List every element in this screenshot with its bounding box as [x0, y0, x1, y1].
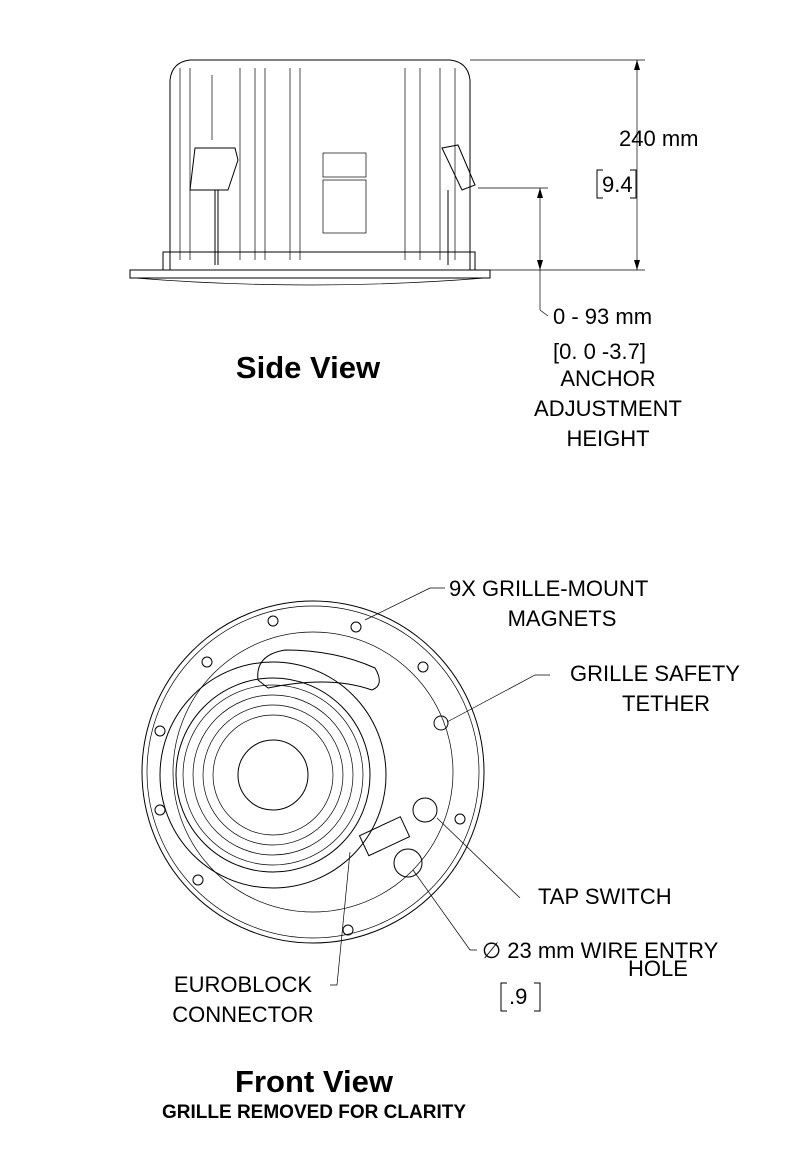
front-view-subtitle: GRILLE REMOVED FOR CLARITY: [162, 1102, 466, 1123]
left-anchor-clamp: [189, 147, 239, 265]
wire-hole-inches: .9: [509, 984, 527, 1009]
anchor-label-line2: ADJUSTMENT: [534, 396, 682, 421]
tether-callout-line1: GRILLE SAFETY: [570, 661, 740, 686]
tether-point: [433, 715, 449, 731]
tap-switch-callout: TAP SWITCH: [538, 884, 672, 909]
height-dimension-label: 240 mm: [619, 126, 698, 151]
anchor-label-line3: HEIGHT: [566, 426, 649, 451]
tether-callout-line2: TETHER: [622, 691, 710, 716]
front-view-drawing: 9X GRILLE-MOUNT MAGNETS GRILLE SAFETY TE…: [141, 576, 740, 1123]
front-view-title: Front View: [235, 1064, 394, 1099]
euroblock-callout-line2: CONNECTOR: [172, 1002, 313, 1027]
side-view-drawing: 240 mm 9.4 0 - 93 mm [0. 0 -3.7] ANCHOR …: [129, 59, 698, 451]
anchor-dimension-label: 0 - 93 mm: [553, 304, 652, 329]
height-dimension: [470, 59, 645, 271]
woofer: [159, 661, 387, 889]
magnets-callout-line2: MAGNETS: [508, 606, 617, 631]
anchor-dimension: [478, 187, 549, 317]
wire-hole-callout-line1: ∅ 23 mm WIRE ENTRY: [482, 938, 719, 963]
wire-hole-callout-line2: HOLE: [628, 956, 688, 981]
anchor-dimension-inches: [0. 0 -3.7]: [553, 339, 646, 364]
magnets: [154, 615, 466, 936]
side-view-title: Side View: [236, 350, 381, 385]
magnets-callout-line1: 9X GRILLE-MOUNT: [449, 576, 648, 601]
anchor-label-line1: ANCHOR: [560, 366, 655, 391]
wire-entry-hole: [393, 848, 423, 878]
port-opening: [257, 649, 380, 691]
tap-switch: [412, 797, 438, 823]
height-dimension-inches: 9.4: [602, 172, 633, 197]
euroblock-callout-line1: EUROBLOCK: [174, 972, 312, 997]
euroblock-connector: [358, 816, 411, 857]
